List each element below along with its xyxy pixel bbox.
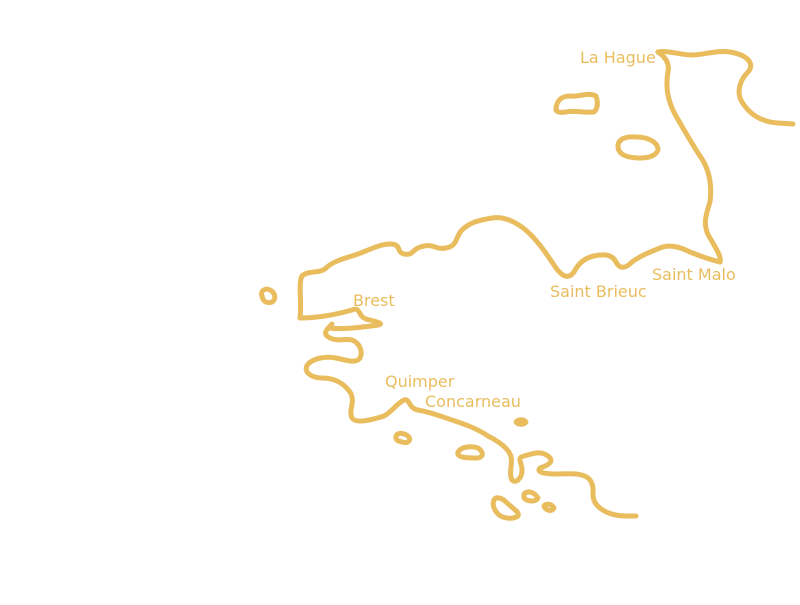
coastline-brest-roadstead [297, 306, 383, 332]
coastline-north-brittany [297, 215, 723, 321]
city-label-la-hague: La Hague [580, 48, 656, 67]
island-groix [455, 444, 485, 461]
city-label-quimper: Quimper [385, 372, 455, 391]
island-near-concarneau [513, 417, 529, 427]
city-label-brest: Brest [353, 291, 395, 310]
coastline-cotentin [655, 49, 796, 127]
island-ouessant [259, 286, 278, 306]
islands [259, 91, 661, 521]
coastline [297, 49, 796, 519]
city-label-saint-brieuc: Saint Brieuc [550, 282, 647, 301]
coastline-crozon [303, 321, 639, 519]
city-label-saint-malo: Saint Malo [652, 265, 736, 284]
island-houat [521, 489, 541, 504]
island-jersey-west [553, 91, 600, 115]
island-hoedic [541, 501, 557, 513]
city-label-concarneau: Concarneau [425, 392, 521, 411]
island-glenan [393, 430, 413, 445]
coastline-cotentin-west [655, 49, 723, 265]
island-jersey [615, 134, 661, 161]
island-belle-ile [490, 495, 521, 521]
